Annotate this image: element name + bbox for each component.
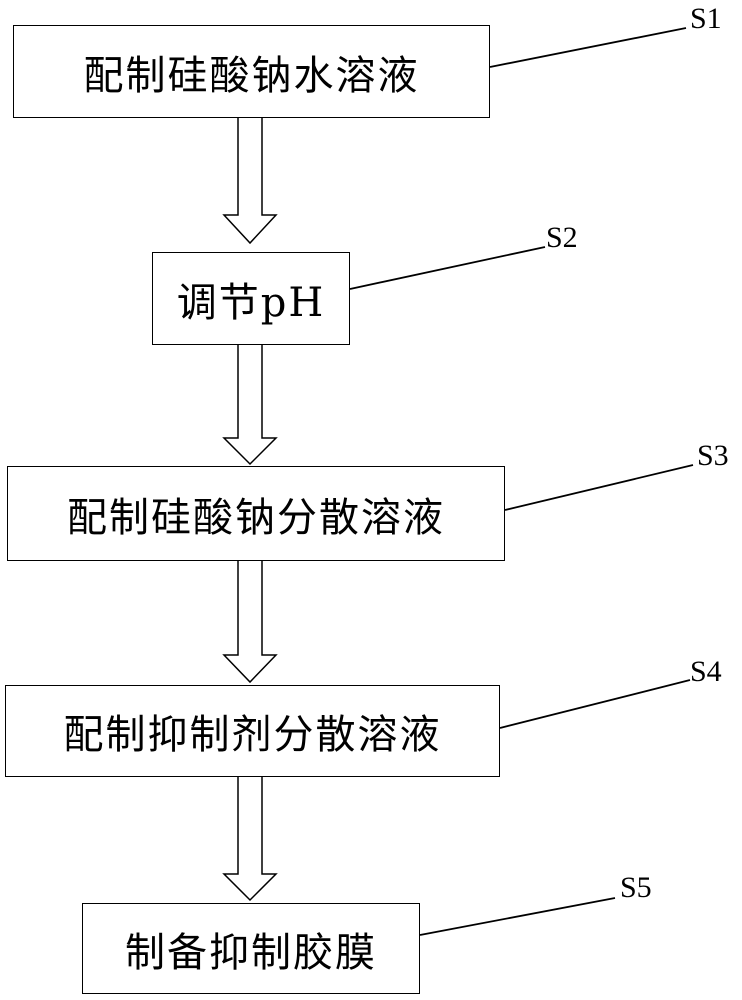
arrow-s4-s5 [222, 777, 278, 902]
arrow-s3-s4 [222, 561, 278, 684]
arrow-s2-s3 [222, 345, 278, 466]
leader-line-s3 [504, 464, 694, 511]
step-tag-s4: S4 [690, 655, 722, 688]
step-label-s2: 调节pH [176, 279, 326, 326]
leader-line-s4 [499, 679, 691, 729]
step-box-s2: 调节pH [152, 252, 350, 345]
leader-line-s1 [489, 27, 687, 68]
step-label-s5: 制备抑制胶膜 [125, 929, 377, 976]
step-label-s4: 配制抑制剂分散溶液 [63, 712, 442, 758]
leader-line-s5 [419, 897, 616, 936]
leader-line-s2 [349, 246, 546, 290]
step-label-s3: 配制硅酸钠分散溶液 [67, 494, 445, 541]
step-tag-s2: S2 [546, 221, 578, 254]
step-box-s5: 制备抑制胶膜 [82, 903, 420, 994]
step-box-s3: 配制硅酸钠分散溶液 [7, 466, 505, 561]
step-tag-s5: S5 [620, 871, 652, 904]
step-label-s1: 配制硅酸钠水溶液 [83, 52, 420, 99]
step-tag-s3: S3 [697, 439, 729, 472]
step-box-s4: 配制抑制剂分散溶液 [5, 685, 500, 777]
step-box-s1: 配制硅酸钠水溶液 [13, 25, 490, 118]
step-tag-s1: S1 [690, 2, 722, 35]
arrow-s1-s2 [222, 118, 278, 245]
